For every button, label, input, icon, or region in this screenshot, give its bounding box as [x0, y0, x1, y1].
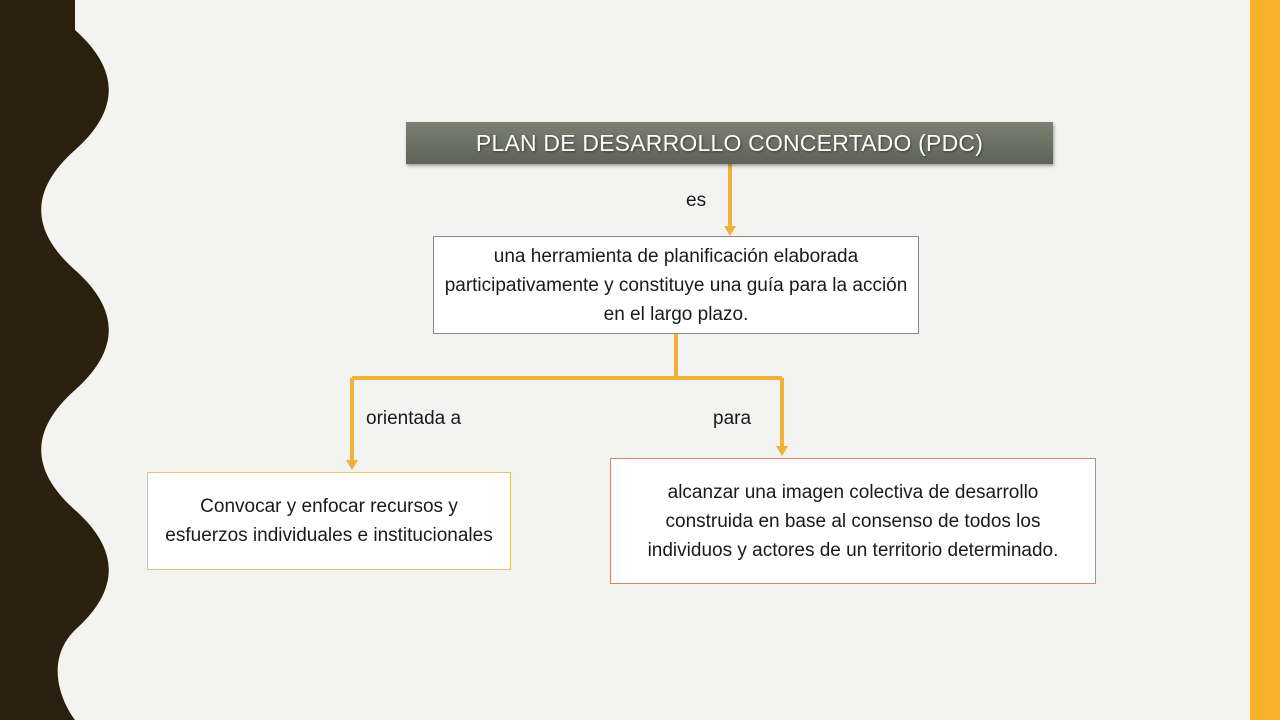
connector-label-orientada: orientada a: [366, 408, 462, 429]
left-node: Convocar y enfocar recursos y esfuerzos …: [147, 472, 511, 570]
connector-label-para: para: [713, 408, 752, 429]
wavy-left-band: [0, 0, 109, 720]
definition-node: una herramienta de planificación elabora…: [433, 236, 919, 334]
connector-label-es: es: [686, 190, 707, 211]
connectors: [350, 164, 784, 462]
definition-text: una herramienta de planificación elabora…: [444, 245, 908, 325]
right-node: alcanzar una imagen colectiva de desarro…: [610, 458, 1096, 584]
left-node-text: Convocar y enfocar recursos y esfuerzos …: [165, 496, 493, 546]
arrowhead-es: [724, 226, 736, 236]
title-text: PLAN DE DESARROLLO CONCERTADO (PDC): [475, 129, 984, 156]
arrowhead-left: [346, 460, 358, 470]
title-node: PLAN DE DESARROLLO CONCERTADO (PDC): [406, 122, 1053, 164]
right-node-text: alcanzar una imagen colectiva de desarro…: [647, 481, 1059, 561]
arrowheads: [346, 226, 788, 470]
arrowhead-right: [776, 446, 788, 456]
right-accent-band: [1250, 0, 1280, 720]
